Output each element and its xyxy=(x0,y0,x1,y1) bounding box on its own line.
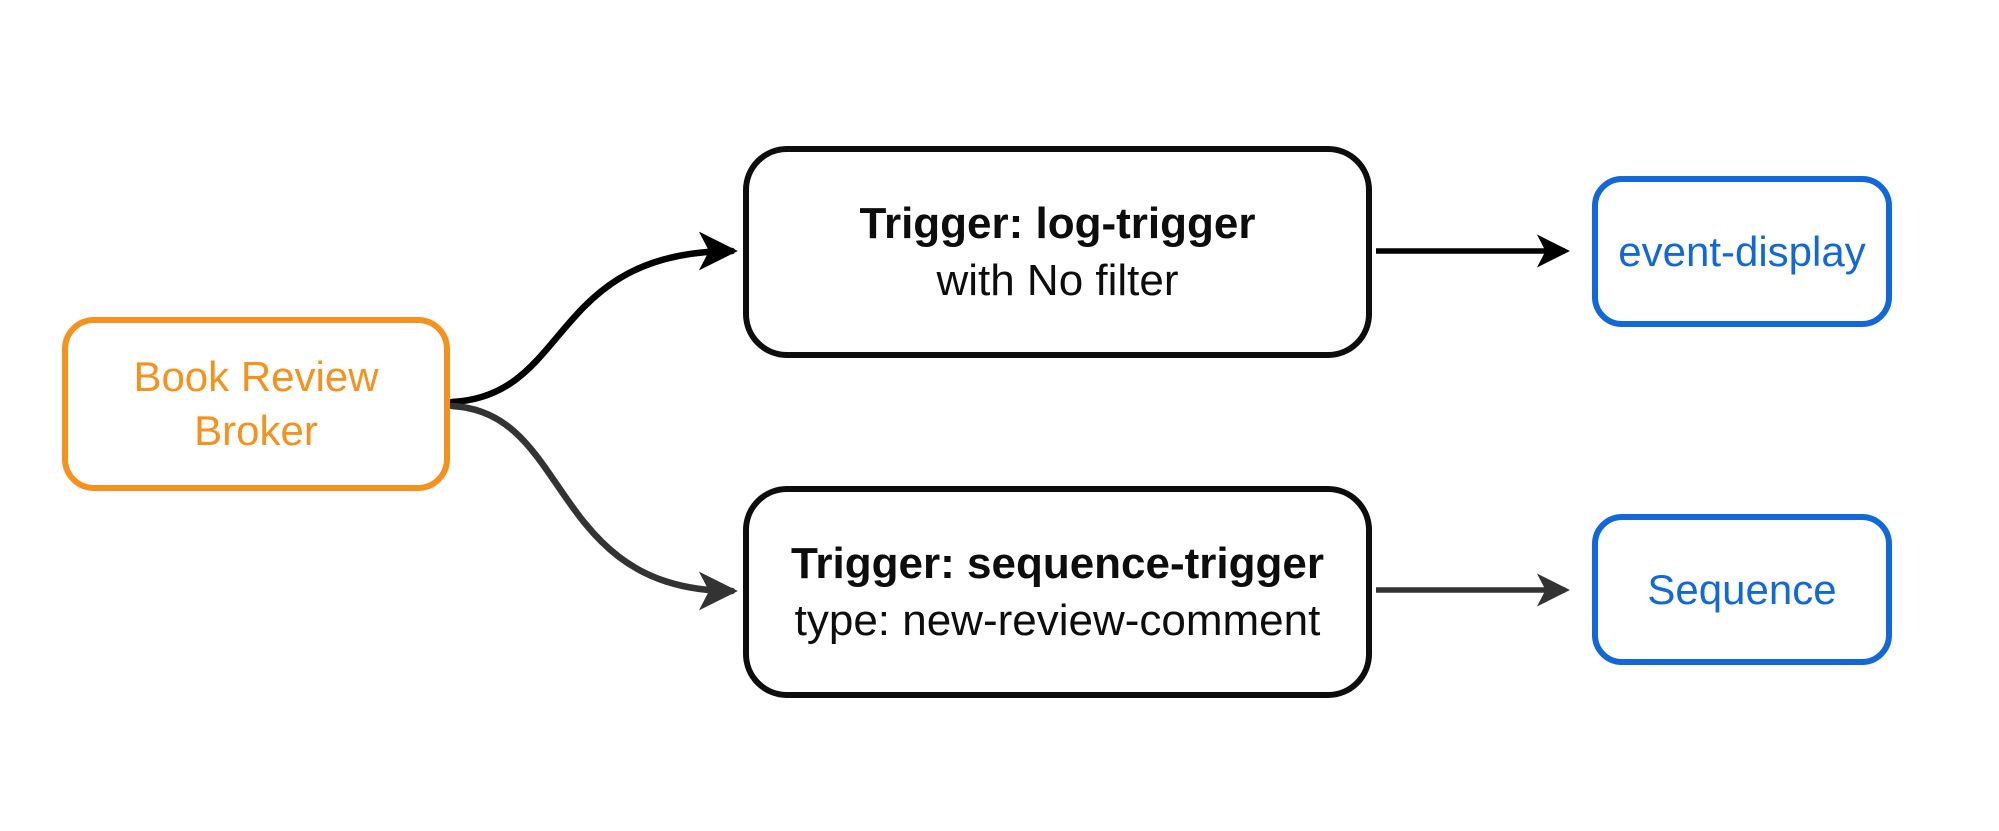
log-trigger-title: Trigger: log-trigger xyxy=(859,198,1256,248)
node-sequence: Sequence xyxy=(1592,514,1892,665)
node-log-trigger: Trigger: log-trigger with No filter xyxy=(743,146,1372,358)
sequence-trigger-subtitle: type: new-review-comment xyxy=(794,596,1321,645)
log-trigger-subtitle: with No filter xyxy=(936,256,1179,305)
edge-broker-to-sequence-trigger xyxy=(448,402,738,611)
node-book-review-broker: Book Review Broker xyxy=(62,317,450,491)
edge-broker-to-log-trigger xyxy=(448,231,738,406)
sequence-trigger-title: Trigger: sequence-trigger xyxy=(790,538,1324,588)
event-display-label: event-display xyxy=(1618,227,1866,275)
node-event-display: event-display xyxy=(1592,176,1892,327)
node-sequence-trigger: Trigger: sequence-trigger type: new-revi… xyxy=(743,486,1372,698)
broker-label-line-1: Book Review xyxy=(133,353,379,401)
broker-label-line-2: Broker xyxy=(194,407,318,454)
sequence-label: Sequence xyxy=(1647,565,1837,613)
